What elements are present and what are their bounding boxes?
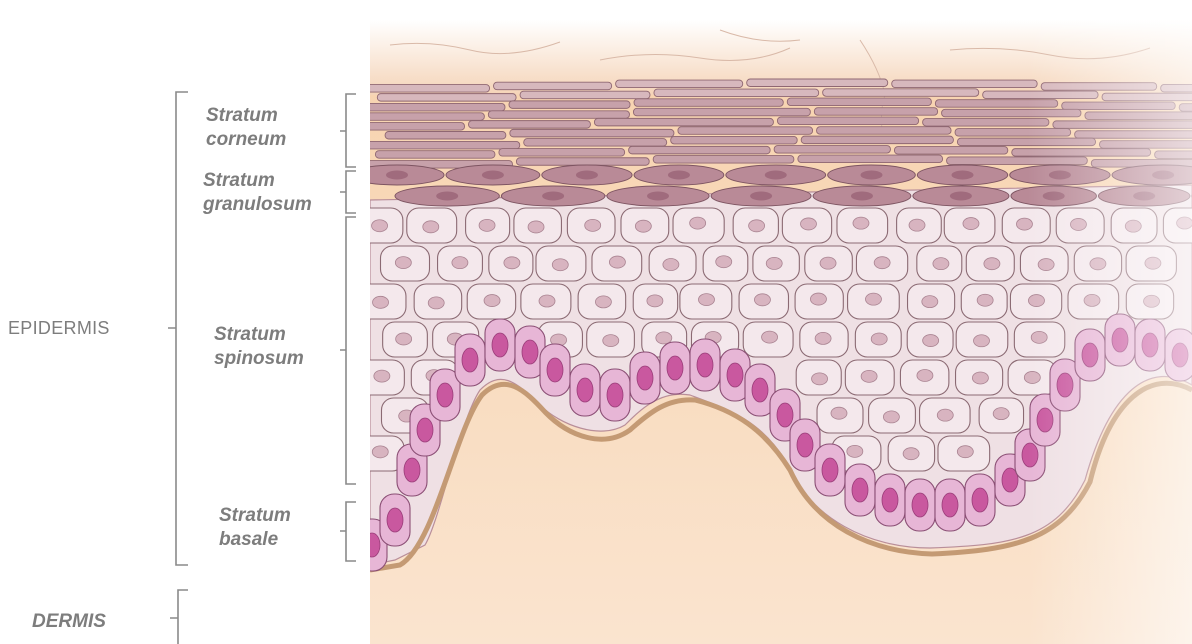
corneum-bracket xyxy=(340,94,356,167)
stratum-basale-label: Stratum basale xyxy=(219,504,291,552)
granulosum-bracket xyxy=(340,171,356,213)
basale-bracket xyxy=(340,502,356,561)
dermis-bracket xyxy=(170,590,188,644)
stratum-granulosum-label: Stratum granulosum xyxy=(203,169,312,217)
spinosum-bracket xyxy=(340,217,356,484)
epidermis-label: EPIDERMIS xyxy=(8,316,110,340)
stratum-spinosum-label: Stratum spinosum xyxy=(214,323,304,371)
dermis-label: DERMIS xyxy=(32,610,106,634)
stratum-corneum-label: Stratum corneum xyxy=(206,104,286,152)
epidermis-bracket xyxy=(168,92,188,565)
